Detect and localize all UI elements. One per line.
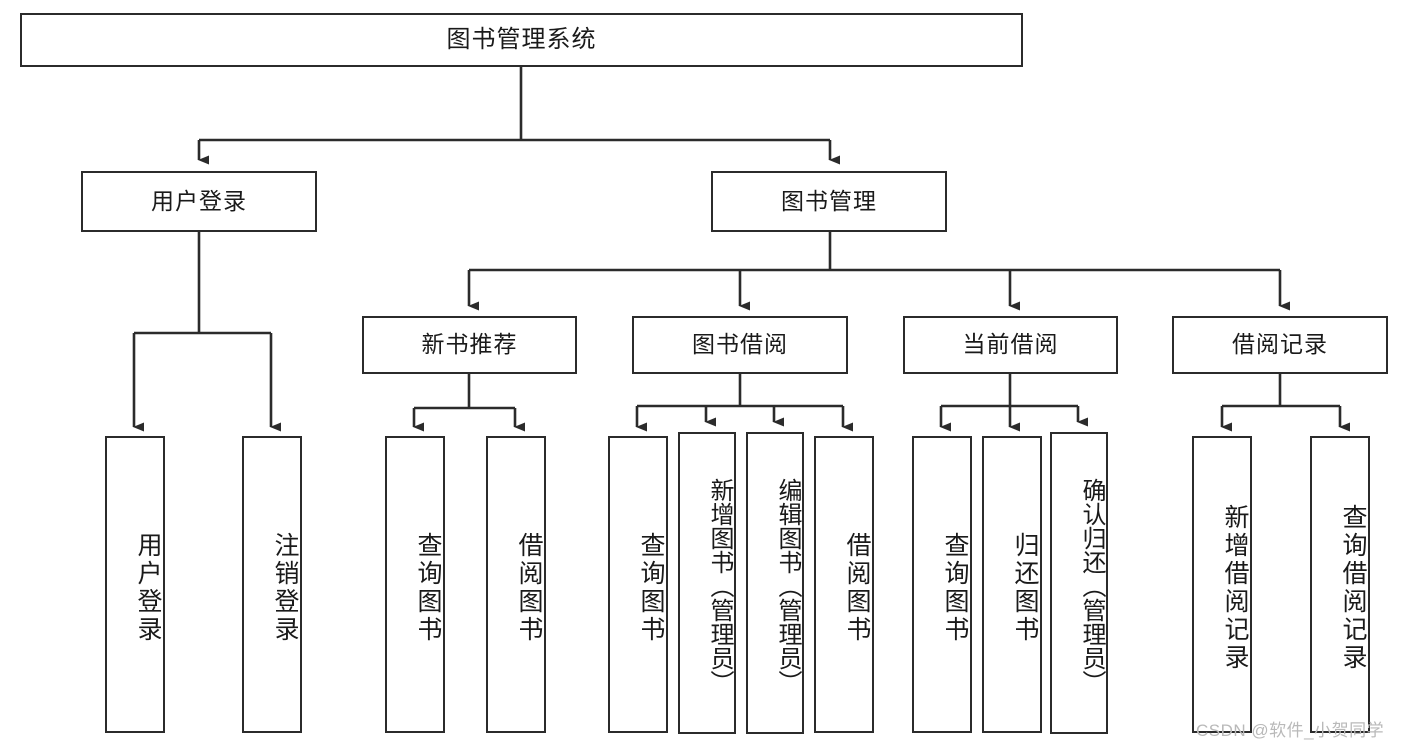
leaf-add-book-admin-label: 新增图书（管理员） [706, 478, 733, 694]
leaf-borrow-book-new[interactable]: 借阅图书 [486, 436, 546, 733]
leaf-query-book-borrow[interactable]: 查询图书 [608, 436, 668, 733]
leaf-query-book-borrow-label: 查询图书 [637, 531, 665, 644]
leaf-confirm-return-admin[interactable]: 确认归还（管理员） [1050, 432, 1108, 734]
node-current-borrowing-label: 当前借阅 [962, 331, 1059, 358]
leaf-confirm-return-admin-label: 确认归还（管理员） [1078, 478, 1105, 694]
node-new-book-recommendation[interactable]: 新书推荐 [362, 316, 577, 374]
leaf-query-book-new-label: 查询图书 [414, 531, 442, 644]
node-book-management-label: 图书管理 [781, 187, 877, 214]
leaf-return-book[interactable]: 归还图书 [982, 436, 1042, 733]
leaf-user-login-label: 用户登录 [134, 531, 162, 644]
leaf-logout[interactable]: 注销登录 [242, 436, 302, 733]
leaf-query-book-current-label: 查询图书 [941, 531, 969, 644]
leaf-return-book-label: 归还图书 [1011, 531, 1039, 644]
node-book-borrowing-label: 图书借阅 [692, 331, 788, 358]
leaf-query-book-new[interactable]: 查询图书 [385, 436, 445, 733]
leaf-add-book-admin[interactable]: 新增图书（管理员） [678, 432, 736, 734]
node-book-borrowing[interactable]: 图书借阅 [632, 316, 848, 374]
leaf-edit-book-admin-label: 编辑图书（管理员） [774, 478, 801, 694]
leaf-borrow-book-borrow[interactable]: 借阅图书 [814, 436, 874, 733]
leaf-edit-book-admin[interactable]: 编辑图书（管理员） [746, 432, 804, 734]
node-borrowing-record[interactable]: 借阅记录 [1172, 316, 1388, 374]
node-root-label: 图书管理系统 [446, 25, 597, 53]
leaf-query-borrow-record[interactable]: 查询借阅记录 [1310, 436, 1370, 733]
leaf-add-borrow-record[interactable]: 新增借阅记录 [1192, 436, 1252, 733]
leaf-query-book-current[interactable]: 查询图书 [912, 436, 972, 733]
leaf-user-login[interactable]: 用户登录 [105, 436, 165, 733]
node-new-book-recommendation-label: 新书推荐 [421, 331, 518, 358]
leaf-query-borrow-record-label: 查询借阅记录 [1339, 503, 1367, 672]
node-root-book-management-system[interactable]: 图书管理系统 [20, 13, 1023, 67]
leaf-borrow-book-borrow-label: 借阅图书 [843, 531, 871, 644]
node-user-login-label: 用户登录 [151, 187, 247, 214]
leaf-add-borrow-record-label: 新增借阅记录 [1221, 503, 1249, 672]
csdn-watermark: CSDN @软件_小贺同学 [1196, 721, 1385, 740]
leaf-logout-label: 注销登录 [271, 531, 299, 644]
node-current-borrowing[interactable]: 当前借阅 [903, 316, 1118, 374]
node-borrowing-record-label: 借阅记录 [1232, 331, 1328, 358]
node-user-login[interactable]: 用户登录 [81, 171, 317, 232]
leaf-borrow-book-new-label: 借阅图书 [515, 531, 543, 644]
node-book-management[interactable]: 图书管理 [711, 171, 947, 232]
